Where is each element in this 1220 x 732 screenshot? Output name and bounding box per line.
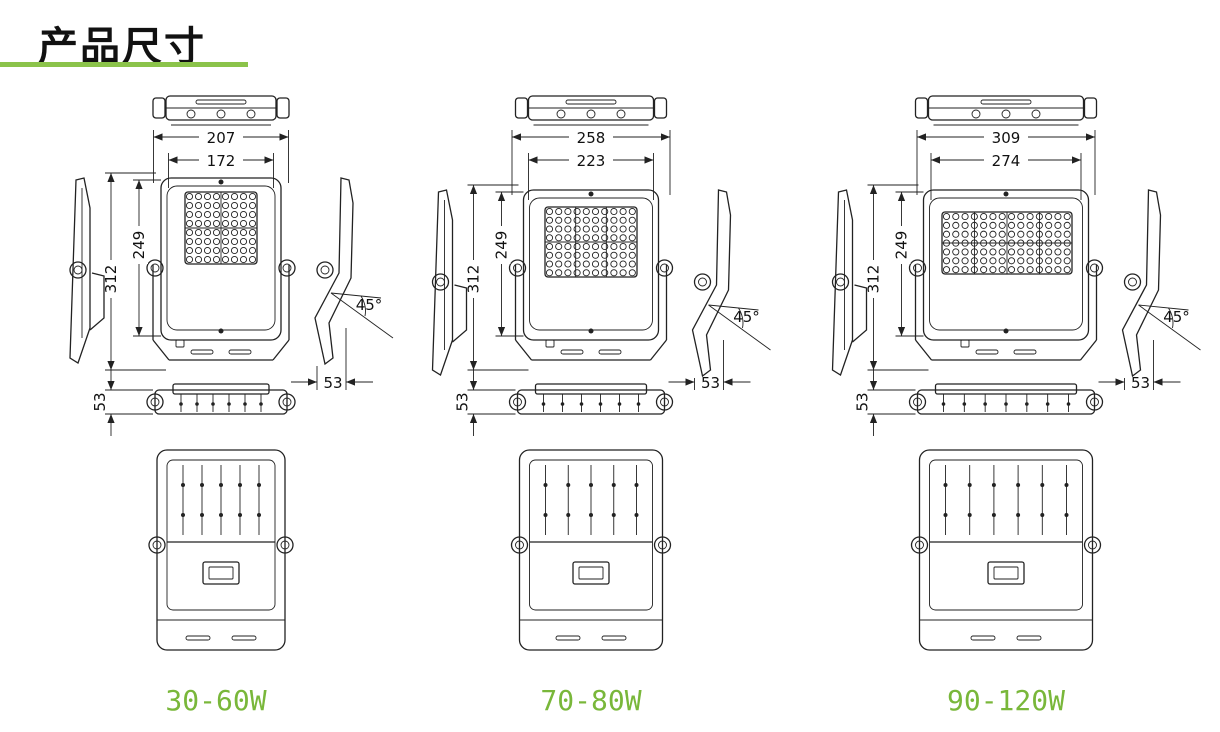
rear-view xyxy=(910,449,1102,651)
adjust-knob-icon xyxy=(1083,536,1102,554)
adjust-knob-icon xyxy=(908,393,927,411)
body-depth-value: 53 xyxy=(91,392,109,411)
height-dimensions: 312 249 xyxy=(864,184,929,371)
model-label-1: 70-80W xyxy=(540,684,642,717)
adjust-knob-icon xyxy=(148,536,166,554)
front-view xyxy=(908,189,1104,361)
front-view xyxy=(508,189,674,361)
inner-width-value: 172 xyxy=(207,152,236,170)
side-view-right: 45° 53 xyxy=(291,177,394,392)
adjust-knob-icon xyxy=(146,393,164,411)
tilt-angle-value: 45° xyxy=(356,296,383,314)
bracket-depth-value: 53 xyxy=(1131,374,1150,392)
outer-width-value: 309 xyxy=(992,129,1021,147)
height-dimensions: 312 249 xyxy=(464,184,529,371)
adjust-knob-icon xyxy=(655,393,674,411)
side-view-right: 45° 53 xyxy=(668,189,771,392)
adjust-knob-icon xyxy=(653,536,672,554)
rear-junction-box xyxy=(987,561,1025,585)
inner-width-value: 223 xyxy=(577,152,606,170)
rear-junction-box xyxy=(572,561,610,585)
model-label-2: 90-120W xyxy=(946,684,1065,717)
led-lens-grid xyxy=(185,192,257,264)
adjust-knob-icon xyxy=(278,259,296,277)
overall-height-value: 312 xyxy=(102,265,120,294)
side-view-right: 45° 53 xyxy=(1098,189,1201,392)
rear-view xyxy=(510,449,672,651)
panel-height-value: 249 xyxy=(130,231,148,260)
adjust-knob-icon xyxy=(1085,259,1104,277)
adjust-knob-icon xyxy=(69,261,87,279)
tilt-angle-value: 45° xyxy=(733,308,760,326)
bracket-depth-value: 53 xyxy=(701,374,720,392)
adjust-knob-icon xyxy=(508,393,527,411)
adjust-knob-icon xyxy=(655,259,674,277)
side-view-left xyxy=(69,177,105,364)
adjust-knob-icon xyxy=(908,259,927,277)
adjust-knob-icon xyxy=(316,261,334,279)
adjust-knob-icon xyxy=(910,536,929,554)
panel-height-value: 249 xyxy=(493,231,511,260)
front-view xyxy=(146,177,296,361)
inner-width-value: 274 xyxy=(992,152,1021,170)
rear-junction-box xyxy=(202,561,240,585)
model-label-0: 30-60W xyxy=(165,684,267,717)
dimension-drawing: 20717231224945°535325822331224945°535330… xyxy=(69,95,1201,651)
tilt-angle-value: 45° xyxy=(1163,308,1190,326)
body-depth-value: 53 xyxy=(454,392,472,411)
adjust-knob-icon xyxy=(278,393,296,411)
adjust-knob-icon xyxy=(276,536,294,554)
overall-height-value: 312 xyxy=(465,265,483,294)
bottom-view: 53 xyxy=(91,366,296,436)
top-view xyxy=(514,95,668,126)
adjust-knob-icon xyxy=(146,259,164,277)
led-lens-grid xyxy=(942,212,1071,274)
height-dimensions: 312 249 xyxy=(102,172,166,371)
mounting-bracket xyxy=(908,259,1104,361)
mounting-bracket xyxy=(508,259,674,361)
adjust-knob-icon xyxy=(508,259,527,277)
mounting-bracket xyxy=(146,259,296,361)
adjust-knob-icon xyxy=(510,536,529,554)
side-view-left xyxy=(831,189,868,376)
adjust-knob-icon xyxy=(831,273,850,291)
body-depth-value: 53 xyxy=(854,392,872,411)
outer-width-value: 258 xyxy=(577,129,606,147)
bottom-view: 53 xyxy=(854,366,1104,436)
top-view xyxy=(152,95,290,126)
panel-height-value: 249 xyxy=(893,231,911,260)
led-lens-grid xyxy=(545,207,636,277)
title-underline xyxy=(0,62,248,67)
adjust-knob-icon xyxy=(1123,273,1142,291)
rear-view xyxy=(148,449,294,651)
side-view-left xyxy=(431,189,468,376)
bottom-view: 53 xyxy=(454,366,674,436)
bracket-depth-value: 53 xyxy=(323,374,342,392)
overall-height-value: 312 xyxy=(865,265,883,294)
adjust-knob-icon xyxy=(693,273,712,291)
outer-width-value: 207 xyxy=(207,129,236,147)
adjust-knob-icon xyxy=(431,273,450,291)
adjust-knob-icon xyxy=(1085,393,1104,411)
top-view xyxy=(914,95,1098,126)
